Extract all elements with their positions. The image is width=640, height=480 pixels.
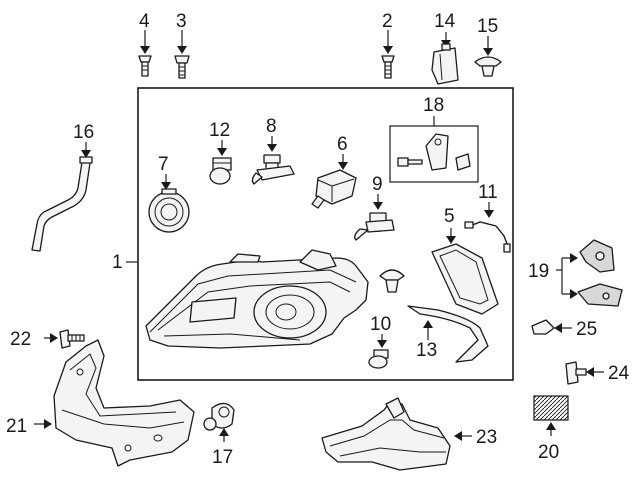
part-19-mounting-brackets [556, 239, 623, 307]
callout-17: 17 [212, 447, 233, 468]
callout-5: 5 [444, 206, 455, 227]
part-12-bulb [209, 140, 232, 185]
part-24-bolt [565, 361, 604, 385]
callout-9: 9 [372, 174, 383, 195]
callout-23: 23 [476, 427, 497, 448]
part-7-bulb-cover [148, 174, 190, 233]
part-10-marker-bulb [368, 334, 389, 369]
part-4-screw [138, 30, 152, 77]
callout-12: 12 [209, 120, 230, 141]
callout-7: 7 [158, 154, 169, 175]
grommet [379, 269, 405, 293]
callout-19: 19 [528, 261, 549, 282]
part-2-screw [381, 30, 395, 79]
callout-20: 20 [538, 442, 559, 463]
callout-22: 22 [10, 329, 31, 350]
callout-14: 14 [434, 11, 456, 32]
part-25-clip [531, 319, 572, 335]
part-17-grommet [203, 402, 235, 442]
callout-25: 25 [576, 319, 597, 340]
part-6-igniter [311, 154, 357, 209]
part-13-trim-strip [407, 305, 489, 363]
part-22-bolt [44, 329, 85, 349]
callout-3: 3 [176, 11, 187, 32]
callout-10: 10 [370, 314, 391, 335]
part-5-gasket [431, 228, 499, 315]
callout-15: 15 [477, 16, 498, 37]
callout-13: 13 [416, 340, 437, 361]
part-18-bracket-kit [389, 116, 479, 183]
part-8-halogen-bulb [251, 136, 295, 185]
part-14-clip [431, 32, 459, 85]
part-21-lower-bracket [34, 339, 195, 467]
part-3-bolt [174, 30, 190, 79]
callout-2: 2 [382, 11, 393, 32]
part-15-push-clip [474, 36, 502, 77]
part-20-label [533, 395, 569, 436]
part-16-vent-hose [31, 142, 93, 252]
part-23-splash-shield [321, 397, 472, 471]
part-9-hid-bulb [354, 194, 395, 241]
callout-4: 4 [139, 11, 150, 32]
callout-6: 6 [337, 134, 348, 155]
callout-1: 1 [112, 252, 123, 273]
callout-24: 24 [608, 363, 630, 384]
part-1-headlamp-assembly [126, 249, 369, 349]
callout-21: 21 [6, 416, 27, 437]
part-11-wire-harness [464, 202, 511, 253]
callout-18: 18 [423, 95, 444, 116]
callout-16: 16 [73, 122, 94, 143]
assembly-frame [137, 87, 514, 381]
callout-8: 8 [266, 116, 277, 137]
callout-11: 11 [478, 182, 498, 203]
